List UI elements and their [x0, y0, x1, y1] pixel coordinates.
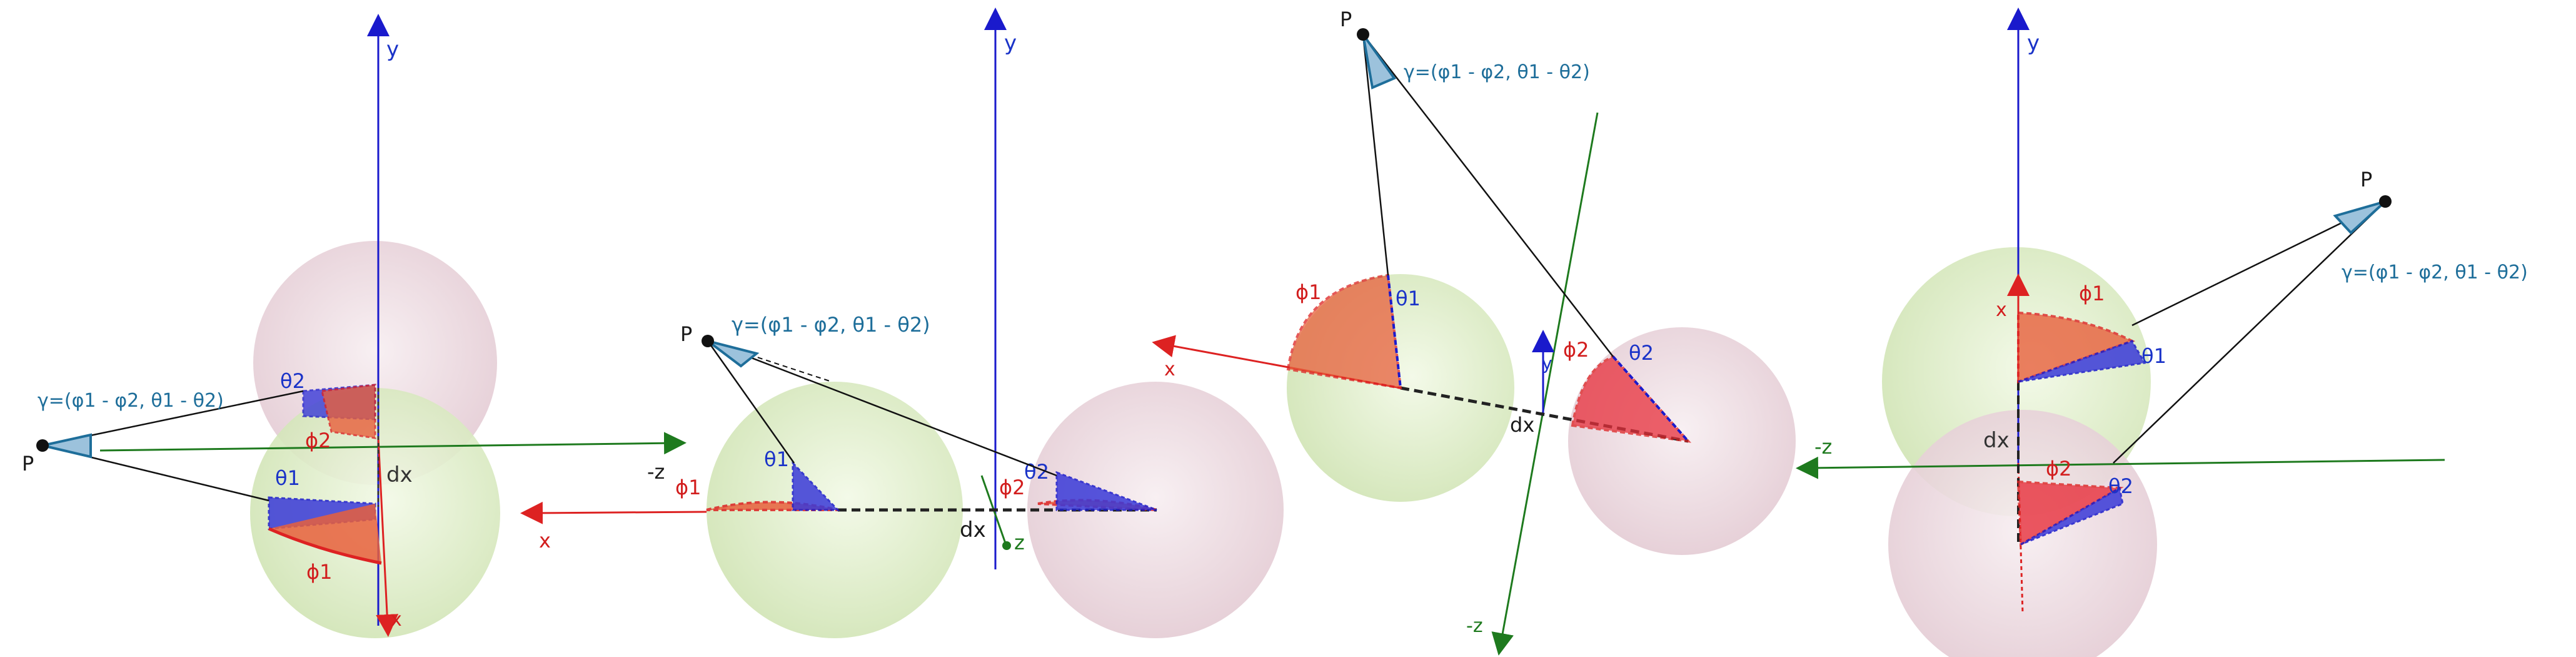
dx-label: dx — [1510, 413, 1534, 437]
panel-4: y -z x dx ϕ1 θ1 ϕ2 θ2 P γ=(φ1 - φ2, θ1 -… — [1796, 8, 2528, 657]
theta2-label: θ2 — [2108, 474, 2133, 498]
neg-z-label: -z — [1466, 615, 1483, 637]
phi1-label: ϕ1 — [675, 476, 701, 499]
y-label: y — [1542, 353, 1552, 374]
x-axis — [520, 501, 707, 524]
P-label: P — [680, 322, 692, 346]
dx-segment — [1400, 386, 1689, 443]
phi2-label: ϕ2 — [1563, 338, 1589, 362]
phi2-wedge — [321, 384, 376, 439]
y-label: y — [386, 37, 399, 62]
phi2-label: ϕ2 — [2046, 457, 2071, 481]
gamma-angle-marker — [707, 340, 760, 368]
theta1-label: θ1 — [2141, 344, 2166, 368]
P-label: P — [1340, 8, 1352, 31]
dx-label: dx — [960, 517, 986, 542]
x-label: x — [1996, 299, 2007, 321]
theta1-label: θ1 — [1396, 287, 1421, 310]
gamma-label: γ=(φ1 - φ2, θ1 - θ2) — [38, 390, 224, 412]
z-axis — [99, 432, 687, 455]
gamma-label: γ=(φ1 - φ2, θ1 - θ2) — [732, 313, 930, 337]
point-P — [702, 335, 714, 347]
dx-label: dx — [386, 462, 413, 487]
point-P — [1357, 28, 1369, 41]
P-label: P — [22, 452, 34, 476]
neg-z-label: -z — [647, 460, 665, 484]
x-label: x — [539, 529, 551, 553]
panel-1: y x dx θ2 ϕ2 θ1 ϕ1 P γ=(φ1 - φ2, θ1 - θ2… — [22, 14, 687, 638]
phi1-wedge — [1286, 273, 1402, 390]
panel-2: y x -z z dx ϕ1 θ1 ϕ2 θ2 P γ=(φ1 - φ2, θ1… — [520, 8, 1284, 638]
gamma-label: γ=(φ1 - φ2, θ1 - θ2) — [2342, 262, 2528, 283]
phi1-label: ϕ1 — [306, 560, 332, 584]
theta2-label: θ2 — [280, 369, 305, 393]
x-axis — [376, 437, 399, 637]
P-label: P — [2360, 168, 2372, 191]
theta2-wedge — [1055, 471, 1157, 511]
z-label: z — [1014, 531, 1025, 554]
neg-z-label: -z — [1814, 435, 1832, 459]
phi2-label: ϕ2 — [999, 476, 1025, 499]
phi2-label: ϕ2 — [305, 429, 331, 452]
phi1-label: ϕ1 — [1296, 280, 1321, 304]
gamma-label: γ=(φ1 - φ2, θ1 - θ2) — [1404, 61, 1590, 83]
point-P — [2379, 195, 2392, 208]
y-label: y — [1004, 31, 1017, 56]
z-axis — [1796, 456, 2445, 479]
theta1-label: θ1 — [275, 466, 300, 490]
x-label: x — [391, 609, 402, 631]
z-axis — [1491, 112, 1599, 656]
phi1-label: ϕ1 — [2079, 282, 2105, 305]
theta1-wedge — [792, 461, 840, 511]
gamma-angle-marker — [1362, 33, 1397, 89]
point-P — [36, 439, 49, 452]
gamma-angle-marker — [2333, 200, 2387, 235]
theta2-wedge — [2020, 486, 2124, 546]
phi1-wedge — [269, 504, 381, 563]
gamma-angle-marker — [42, 433, 92, 459]
y-label: y — [2027, 31, 2040, 56]
pink-sphere — [1568, 327, 1796, 555]
theta2-label: θ2 — [1629, 341, 1654, 365]
x-label: x — [1164, 359, 1175, 380]
theta1-wedge — [2018, 340, 2146, 383]
dx-label: dx — [1983, 428, 2010, 453]
panel-3: -z x y dx ϕ1 θ1 ϕ2 θ2 P γ=(φ1 - φ2, θ1 -… — [1152, 8, 1796, 656]
